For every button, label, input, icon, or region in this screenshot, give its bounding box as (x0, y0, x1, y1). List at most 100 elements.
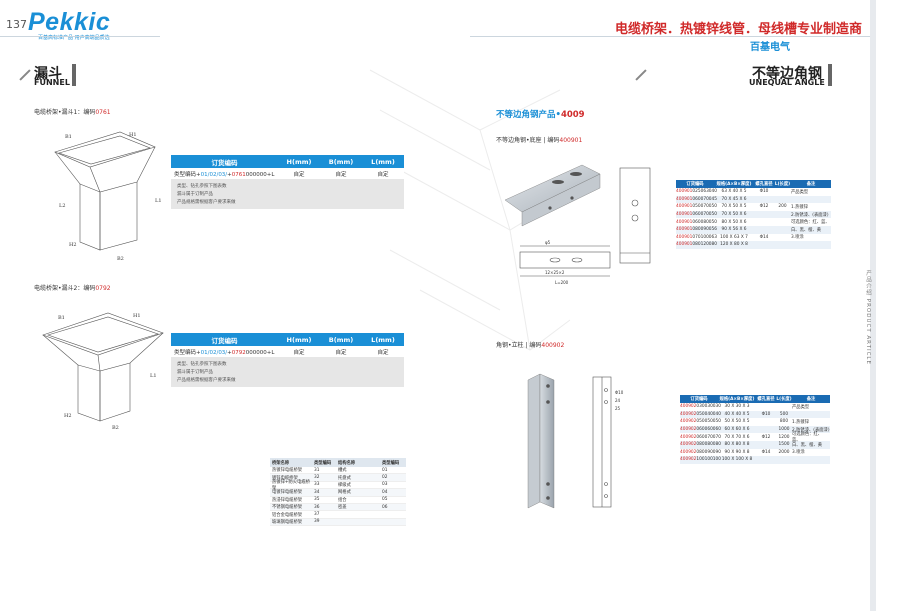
section-slash-left (19, 69, 31, 81)
base-code-cell: 400901025063040 (676, 189, 718, 195)
base-code-suffix: 060070045 (692, 196, 718, 202)
base-code-cell: 400901050070050 (676, 204, 717, 209)
post-code-cell: 400902030030030 (680, 404, 721, 410)
post-cell: 1.热镀锌 (792, 419, 809, 425)
section-title-en: FUNNEL (34, 78, 70, 87)
type-table-cell: 34 (314, 489, 320, 495)
funnel1-table: 订货编码 H(mm) B(mm) L(mm) 类型编码+01/02/03/+07… (171, 155, 404, 209)
post-cell: Φ14 (761, 449, 771, 455)
post-cell: 40 X 40 X 5 (724, 411, 750, 417)
angle-base-table-header: 订货编码 规格(A×B×厚度) 螺孔直径 L(长度) 备注 (676, 180, 831, 188)
post-dim-25: 25 (615, 406, 621, 411)
post-code-prefix: 400902 (680, 457, 697, 463)
funnel2-label-l1: L1 (150, 373, 157, 379)
type-table-row: 铝合金电缆桥架 37 (270, 511, 406, 519)
funnel1-table-header: 订货编码 H(mm) B(mm) L(mm) (171, 155, 404, 168)
base-cell: 产品类型 (791, 189, 809, 195)
post-cell: 70 X 70 X 6 (724, 434, 750, 440)
base-code-prefix: 400901 (676, 234, 693, 240)
post-dim-phi: Φ10 (615, 390, 624, 395)
post-code-cell: 400902060070070 (680, 434, 721, 440)
post-cell: 产品类型 (792, 404, 810, 410)
post-code-prefix: 400902 (680, 404, 697, 410)
funnel2-label-h2: H2 (64, 413, 72, 419)
base-cell: 70 X 50 X 6 (721, 212, 747, 218)
post-cell: Φ12 (761, 434, 771, 440)
post-code-suffix: 060060060 (696, 427, 722, 433)
post-code-cell: 400902050040040 (680, 411, 721, 417)
post-code-suffix: 080080080 (696, 442, 722, 448)
base-code-prefix: 400901 (676, 242, 693, 248)
type-table-cell: 39 (314, 519, 320, 525)
post-cell: 800 (779, 419, 789, 425)
post-code-prefix: 400902 (680, 411, 697, 417)
base-cell: 3.喷涂 (791, 235, 804, 241)
funnel1-drawing: B1 H1 L1 L2 B2 H2 (54, 131, 162, 262)
funnel2-notes: 类型、钻孔参照下图表数 漏斗属于订制产品 产品规格需根据客户要求来做 (171, 357, 404, 387)
base-code-suffix: 060080050 (692, 219, 718, 225)
angle-base-side-drawing (619, 167, 651, 264)
type-table-cell: 电镀锌电缆桥架 (272, 490, 303, 496)
base-cell: 80 X 50 X 6 (721, 219, 747, 225)
funnel2-drawing: B1 H1 L1 B2 H2 (42, 312, 164, 430)
type-table-cell: 32 (314, 475, 320, 481)
post-cell: 1200 (778, 434, 790, 440)
angle-post-caption: 角钢•立柱 | 编码400902 (496, 342, 565, 349)
post-cell: 90 X 90 X 8 (724, 449, 750, 455)
base-code-suffix: 080090056 (692, 227, 718, 233)
type-table-cell: 37 (314, 512, 320, 518)
funnel1-notes: 类型、钻孔参照下图表数 漏斗属于订制产品 产品规格需根据客户要求来做 (171, 179, 404, 209)
type-table-cell: 热镀锌+防火电缆桥架 (272, 479, 310, 491)
funnel1-caption: 电缆桥架•漏斗1：编码0761 (34, 109, 111, 116)
post-code-cell: 400902100100100 (680, 457, 721, 463)
type-table-cell: 槽式 (338, 468, 347, 474)
base-cell: 90 X 56 X 6 (721, 227, 747, 233)
post-cell: 500 (779, 411, 789, 417)
angle-base-3d (504, 164, 601, 227)
base-code-prefix: 400901 (676, 196, 693, 202)
header-brand: 百基电气 (750, 42, 790, 53)
type-table-cell: 密盖 (338, 505, 347, 511)
type-table-cell: 36 (314, 504, 320, 510)
base-code-prefix: 400901 (676, 227, 693, 233)
angle-post-table-header: 订货编码 规格(A×B×厚度) 螺孔直径 L(长度) 备注 (680, 395, 830, 403)
type-table-cell: 组合 (338, 497, 347, 503)
base-code-suffix: 025063040 (692, 189, 718, 195)
side-label: 产品介绍 PRODUCT ARTICLE (865, 270, 871, 365)
brand-slogan: 百基高标准产品 用户高端品质选 (38, 35, 110, 41)
funnel1-label-h2: H2 (69, 242, 77, 248)
angle-post-drawing: Φ10 24 25 (592, 376, 624, 508)
post-code-prefix: 400902 (680, 434, 697, 440)
base-dim-phi: φ5 (545, 240, 551, 245)
base-cell: Φ10 (759, 189, 769, 195)
base-dim-length: L=200 (555, 280, 569, 285)
type-table-cell: 镀锌电缆桥架 (272, 475, 298, 481)
header-divider-left (0, 36, 160, 37)
type-table-cell: 铝合金电缆桥架 (272, 512, 303, 518)
type-table-cell: 04 (382, 489, 388, 495)
base-code-cell: 400901080120080 (676, 242, 717, 248)
post-cell: 3.喷涂 (792, 450, 805, 456)
base-code-prefix: 400901 (676, 189, 693, 195)
post-dim-24: 24 (615, 398, 621, 403)
funnel2-label-h1: H1 (133, 313, 141, 319)
type-table-cell: 31 (314, 467, 320, 473)
type-table-cell: 托盘式 (338, 475, 351, 481)
base-cell: 70 X 45 X 6 (721, 196, 747, 202)
post-code-prefix: 400902 (680, 419, 697, 425)
background-watermark-drawing (369, 69, 571, 351)
post-cell: 2000 (778, 449, 790, 455)
post-cell: Φ10 (761, 411, 771, 417)
angle-post-table: 订货编码 规格(A×B×厚度) 螺孔直径 L(长度) 备注 4009020300… (680, 395, 830, 464)
